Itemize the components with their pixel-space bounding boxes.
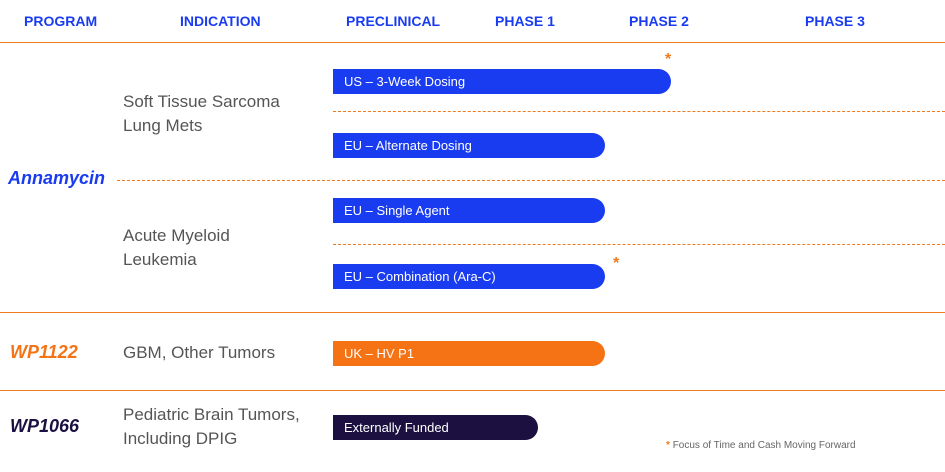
indication-pediatric-brain-tumors: Pediatric Brain Tumors, Including DPIG <box>123 403 300 451</box>
bar-uk-hv-p1: UK – HV P1 <box>333 341 605 366</box>
header-program: PROGRAM <box>24 13 98 29</box>
program-wp1122: WP1122 <box>10 342 78 362</box>
focus-star-icon: * <box>613 255 620 272</box>
header-divider <box>0 42 945 43</box>
indication-gbm: GBM, Other Tumors <box>123 343 276 362</box>
header-preclinical: PRECLINICAL <box>346 13 441 29</box>
header-phase1: PHASE 1 <box>495 13 555 29</box>
indication-line: Soft Tissue Sarcoma <box>123 92 280 111</box>
program-annamycin: Annamycin <box>8 168 106 188</box>
dashed-divider <box>333 244 945 245</box>
indication-line: Lung Mets <box>123 116 203 135</box>
section-divider <box>0 312 945 313</box>
indication-line: Including DPIG <box>123 429 238 448</box>
indication-line: Pediatric Brain Tumors, <box>123 405 300 424</box>
footnote-text: Focus of Time and Cash Moving Forward <box>672 440 856 451</box>
focus-star-icon: * <box>665 51 672 68</box>
indication-acute-myeloid-leukemia: Acute Myeloid Leukemia <box>123 224 230 272</box>
bar-us-3-week-dosing: US – 3-Week Dosing <box>333 69 671 94</box>
dashed-divider <box>117 180 945 181</box>
bar-externally-funded: Externally Funded <box>333 415 538 440</box>
bar-eu-single-agent: EU – Single Agent <box>333 198 605 223</box>
bar-eu-combination: EU – Combination (Ara-C) <box>333 264 605 289</box>
indication-line: Acute Myeloid <box>123 226 230 245</box>
footnote: * Focus of Time and Cash Moving Forward <box>666 440 856 451</box>
header-phase3: PHASE 3 <box>805 13 865 29</box>
program-wp1066: WP1066 <box>10 416 80 436</box>
header-indication: INDICATION <box>180 13 261 29</box>
header-phase2: PHASE 2 <box>629 13 689 29</box>
footnote-star-icon: * <box>666 440 670 451</box>
dashed-divider <box>333 111 945 112</box>
indication-line: Leukemia <box>123 250 197 269</box>
section-divider <box>0 390 945 391</box>
indication-soft-tissue-sarcoma: Soft Tissue Sarcoma Lung Mets <box>123 90 280 138</box>
bar-eu-alternate-dosing: EU – Alternate Dosing <box>333 133 605 158</box>
